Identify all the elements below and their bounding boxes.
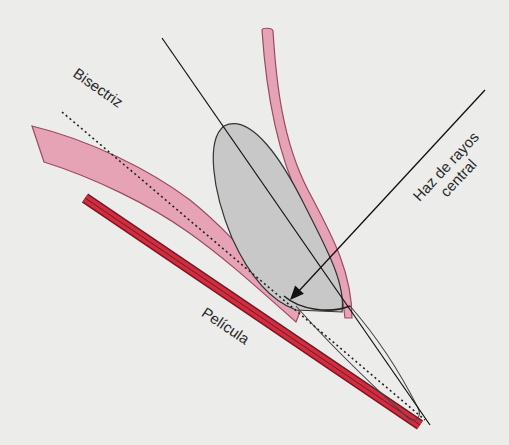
tooth-axis (162, 38, 430, 425)
bisector-line (62, 112, 425, 420)
central-ray-arrowhead (290, 286, 304, 300)
ray-label: Haz de rayos central (405, 124, 498, 221)
bisector-label: Bisectriz (70, 65, 126, 112)
tooth-root (213, 124, 342, 312)
tooth-crown (296, 306, 419, 420)
